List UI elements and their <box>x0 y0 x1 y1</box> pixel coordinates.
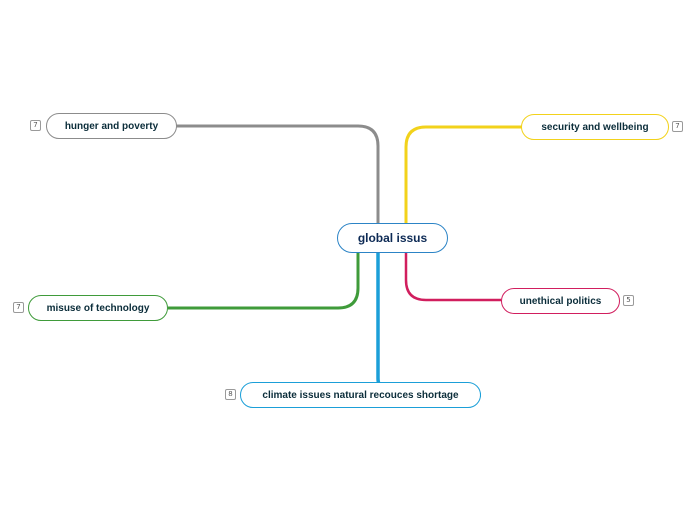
central-topic[interactable]: global issus <box>337 223 448 253</box>
connector-hunger-and-poverty <box>176 124 380 226</box>
node-hunger-and-poverty[interactable]: hunger and poverty <box>46 113 177 139</box>
collapsed-count-badge[interactable]: 8 <box>225 389 236 400</box>
node-label: climate issues natural recouces shortage <box>262 389 459 401</box>
node-security-and-wellbeing[interactable]: security and wellbeing <box>521 114 669 140</box>
connector-security-and-wellbeing <box>404 125 522 226</box>
collapsed-count-badge[interactable]: 7 <box>30 120 41 131</box>
collapsed-count-badge[interactable]: 5 <box>623 295 634 306</box>
node-label: unethical politics <box>519 295 602 307</box>
connector-climate-issues <box>376 250 481 397</box>
node-label: security and wellbeing <box>541 121 649 133</box>
node-climate-issues[interactable]: climate issues natural recouces shortage <box>240 382 481 408</box>
connector-misuse-of-technology <box>168 250 360 310</box>
central-topic-label: global issus <box>357 231 428 245</box>
collapsed-count-badge[interactable]: 7 <box>672 121 683 132</box>
node-label: misuse of technology <box>46 302 150 314</box>
node-misuse-of-technology[interactable]: misuse of technology <box>28 295 168 321</box>
node-unethical-politics[interactable]: unethical politics <box>501 288 620 314</box>
collapsed-count-badge[interactable]: 7 <box>13 302 24 313</box>
connector-unethical-politics <box>404 250 501 302</box>
node-label: hunger and poverty <box>64 120 159 132</box>
